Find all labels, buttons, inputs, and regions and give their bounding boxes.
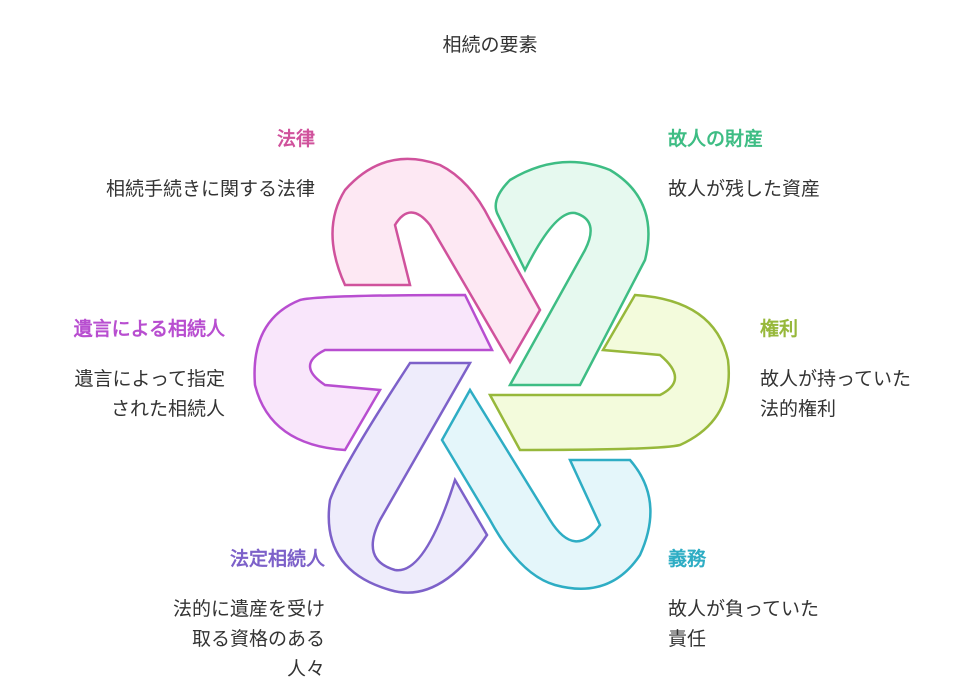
loop-estate (494, 160, 650, 387)
label-will-heirs-heading: 遺言による相続人 (73, 318, 225, 340)
label-will-heirs: 遺言による相続人 遺言によって指定 された相続人 (10, 314, 225, 424)
loop-legal-heirs (327, 361, 489, 594)
loop-law (331, 157, 542, 365)
label-law-description: 相続手続きに関する法律 (105, 178, 315, 200)
label-estate-heading: 故人の財産 (668, 128, 764, 150)
label-law: 法律 相続手続きに関する法律 (40, 124, 315, 204)
label-obligations: 義務 故人が負っていた 責任 (668, 544, 928, 654)
diagram-title: 相続の要素 (442, 34, 538, 56)
loop-rights (487, 293, 731, 452)
label-estate-description: 故人が残した資産 (668, 178, 821, 200)
label-obligations-heading: 義務 (668, 548, 707, 570)
label-obligations-description: 故人が負っていた 責任 (668, 598, 820, 650)
label-rights-description: 故人が持っていた 法的権利 (760, 368, 912, 420)
label-legal-heirs-heading: 法定相続人 (229, 548, 325, 570)
label-legal-heirs: 法定相続人 法的に遺産を受け 取る資格のある 人々 (60, 544, 325, 684)
label-law-heading: 法律 (276, 128, 315, 150)
loop-will-heirs (253, 293, 495, 452)
label-estate: 故人の財産 故人が残した資産 (668, 124, 948, 204)
label-rights-heading: 権利 (760, 318, 799, 340)
label-legal-heirs-description: 法的に遺産を受け 取る資格のある 人々 (172, 598, 325, 680)
label-will-heirs-description: 遺言によって指定 された相続人 (74, 368, 225, 420)
loop-obligations (440, 387, 652, 590)
label-rights: 権利 故人が持っていた 法的権利 (760, 314, 970, 424)
